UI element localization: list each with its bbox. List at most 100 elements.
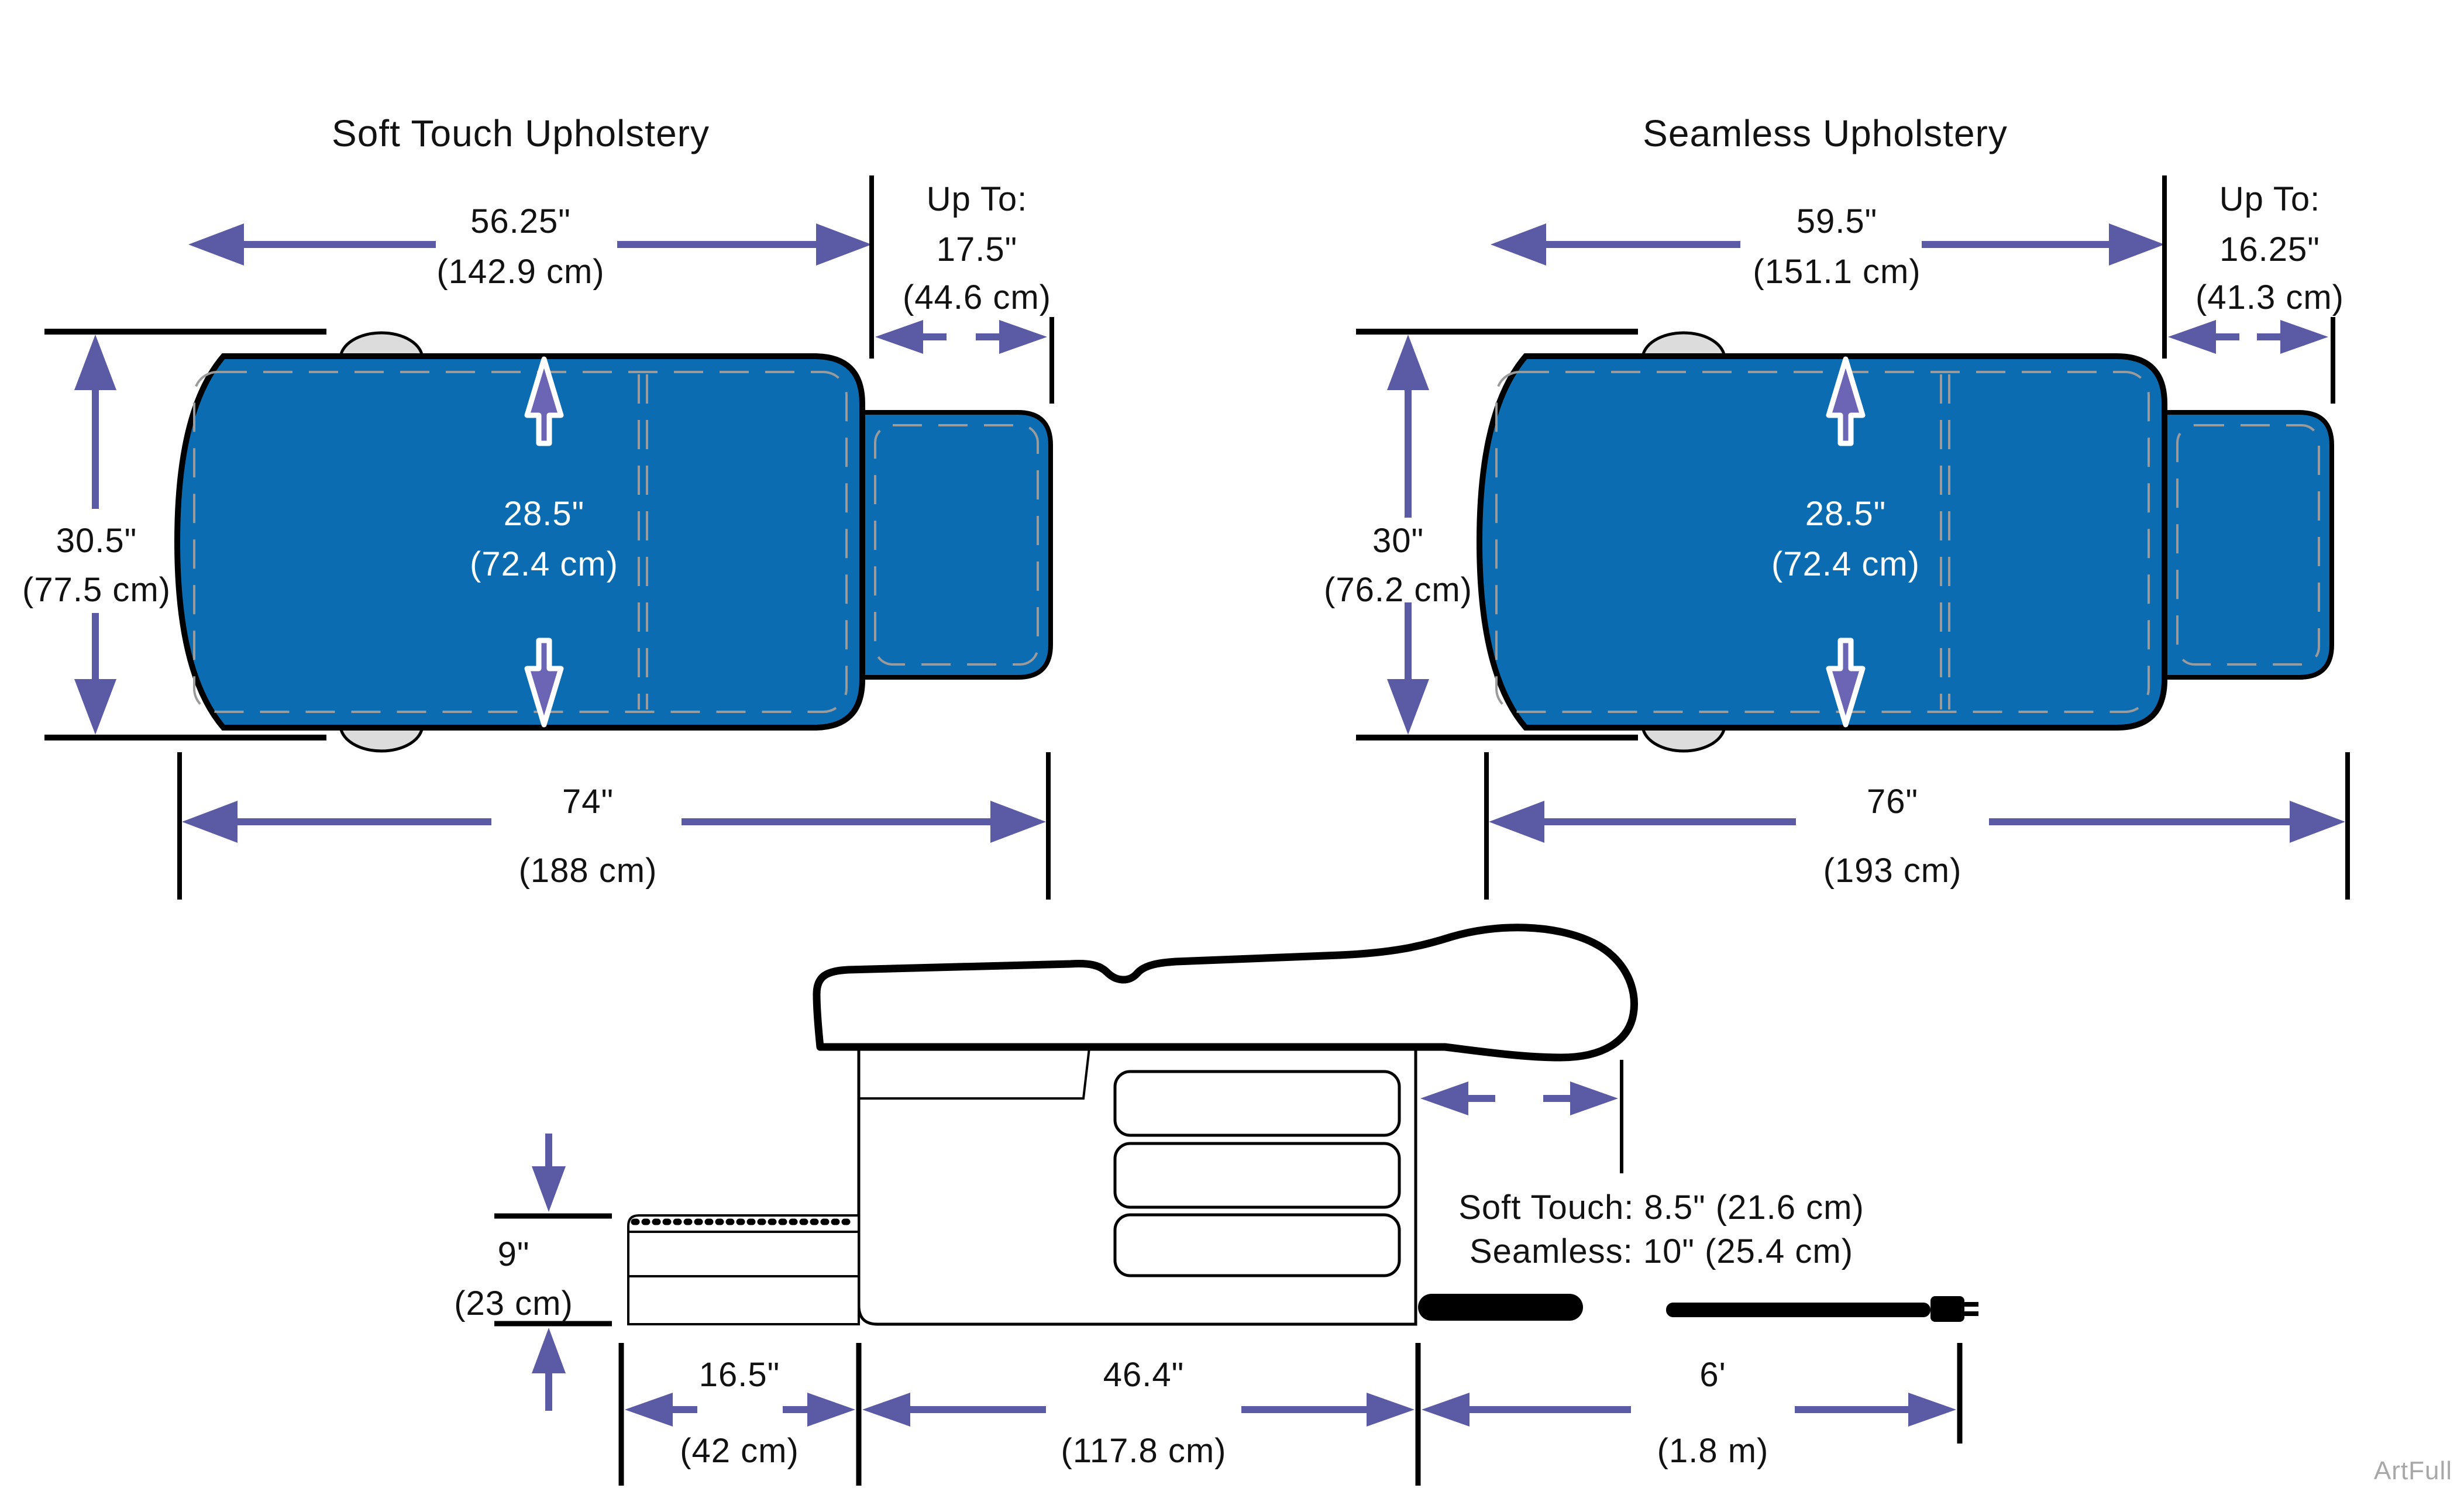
- pad-width-up-arrow-icon: [1826, 356, 1866, 446]
- arrowhead-left-icon: [862, 1393, 910, 1427]
- soft-touch-top-length-dimension: [188, 223, 872, 266]
- arrowhead-right-icon: [1908, 1393, 1956, 1427]
- soft-touch-title: Soft Touch Upholstery: [332, 112, 710, 154]
- seamless-overall-length-dimension: [1489, 801, 2345, 843]
- arrowhead-left-icon: [1491, 223, 1546, 266]
- step-depth-cm: (42 cm): [680, 1432, 799, 1470]
- seamless-overall-length-cm: (193 cm): [1823, 852, 1962, 890]
- cabinet-panel-line: [859, 1048, 1090, 1100]
- arrowhead-left-icon: [625, 1393, 673, 1427]
- seamless-headrest-in: 16.25": [2219, 230, 2320, 268]
- soft-touch-width-cm: (77.5 cm): [22, 571, 171, 609]
- table-stitch-dashes: [1495, 371, 2150, 713]
- step-shape: [627, 1214, 860, 1325]
- soft-touch-overall-length-dimension: [182, 801, 1046, 843]
- arrowhead-down-icon: [74, 679, 116, 735]
- seamless-width-cm: (76.2 cm): [1324, 571, 1472, 609]
- step-height-in: 9": [497, 1235, 530, 1273]
- arrowhead-up-icon: [1387, 335, 1429, 390]
- step-height-dimension: [532, 1134, 566, 1411]
- cord-length-ft: 6': [1699, 1356, 1726, 1394]
- seamless-top-length-dimension: [1491, 223, 2164, 266]
- arrowhead-left-icon: [182, 801, 238, 843]
- soft-touch-width-dimension: [74, 335, 116, 735]
- seamless-width-in: 30": [1372, 522, 1424, 560]
- base-length-in: 46.4": [1103, 1356, 1185, 1394]
- headrest-shape: [2162, 410, 2334, 680]
- arrowhead-right-icon: [1570, 1081, 1618, 1115]
- soft-touch-headrest-in: 17.5": [936, 230, 1018, 268]
- power-cord-segment-1: [1418, 1294, 1583, 1321]
- pad-width-down-arrow-icon: [524, 638, 564, 728]
- arrowhead-right-icon: [2109, 223, 2164, 266]
- cord-length-dimension: [1422, 1393, 1956, 1427]
- seamless-width-dimension: [1387, 335, 1429, 735]
- drawer-1: [1113, 1070, 1401, 1137]
- soft-touch-top-view: [174, 331, 1053, 753]
- soft-touch-width-in: 30.5": [56, 522, 137, 560]
- watermark: ArtFull: [2373, 1456, 2452, 1485]
- base-length-dimension: [862, 1393, 1415, 1427]
- arrowhead-left-icon: [875, 320, 923, 354]
- arrowhead-left-icon: [1420, 1081, 1468, 1115]
- soft-touch-headrest-cm: (44.6 cm): [903, 278, 1051, 316]
- top-cushion-profile: [813, 924, 1638, 1062]
- arrowhead-up-icon: [74, 335, 116, 390]
- arrowhead-up-icon: [532, 1328, 566, 1373]
- arrowhead-right-icon: [999, 320, 1047, 354]
- table-top-shape: [174, 353, 865, 731]
- arrowhead-right-icon: [990, 801, 1046, 843]
- arrowhead-left-icon: [2168, 320, 2216, 354]
- arrowhead-right-icon: [816, 223, 872, 266]
- plug-prong-icon: [1962, 1311, 1978, 1316]
- seamless-headrest-dimension: [2168, 320, 2328, 354]
- step-height-cm: (23 cm): [454, 1284, 573, 1322]
- cord-length-m: (1.8 m): [1657, 1432, 1769, 1470]
- seamless-overall-length-in: 76": [1866, 783, 1919, 821]
- arrowhead-right-icon: [2290, 801, 2345, 843]
- arrowhead-down-icon: [532, 1166, 566, 1212]
- power-cord-segment-2: [1666, 1303, 1930, 1317]
- headrest-stitch-dashes: [874, 424, 1039, 666]
- arrowhead-right-icon: [2280, 320, 2328, 354]
- table-stitch-dashes: [193, 371, 848, 713]
- seamless-title: Seamless Upholstery: [1643, 112, 2008, 154]
- arrowhead-down-icon: [1387, 679, 1429, 735]
- soft-touch-top-length-in: 56.25": [470, 202, 571, 240]
- side-view: [627, 924, 1978, 1326]
- soft-touch-headrest-dimension: [875, 320, 1047, 354]
- drawer-3: [1113, 1213, 1401, 1277]
- arrowhead-right-icon: [807, 1393, 855, 1427]
- soft-touch-top-length-cm: (142.9 cm): [436, 253, 605, 291]
- pad-width-down-arrow-icon: [1826, 638, 1866, 728]
- plug-body-icon: [1930, 1296, 1964, 1322]
- soft-touch-overall-length-in: 74": [562, 783, 614, 821]
- step-depth-in: 16.5": [698, 1356, 780, 1394]
- plug-prong-icon: [1962, 1302, 1978, 1307]
- seamless-pad-width-cm: (72.4 cm): [1771, 545, 1920, 583]
- arrowhead-left-icon: [1422, 1393, 1470, 1427]
- side-headrest-extension-dimension: [1420, 1081, 1618, 1115]
- extension-seamless-label: Seamless: 10" (25.4 cm): [1469, 1232, 1854, 1270]
- arrowhead-left-icon: [188, 223, 244, 266]
- seamless-headrest-label: Up To:: [2219, 180, 2321, 218]
- soft-touch-pad-width-in: 28.5": [503, 495, 585, 533]
- table-top-shape: [1476, 353, 2167, 731]
- soft-touch-overall-length-cm: (188 cm): [518, 852, 658, 890]
- arrowhead-left-icon: [1489, 801, 1544, 843]
- base-length-cm: (117.8 cm): [1061, 1432, 1227, 1470]
- seamless-top-length-cm: (151.1 cm): [1753, 253, 1921, 291]
- headrest-stitch-dashes: [2176, 424, 2320, 666]
- seamless-top-length-in: 59.5": [1796, 202, 1878, 240]
- drawer-2: [1113, 1142, 1401, 1209]
- pad-width-up-arrow-icon: [524, 356, 564, 446]
- seamless-headrest-cm: (41.3 cm): [2195, 278, 2344, 316]
- seamless-pad-width-in: 28.5": [1805, 495, 1887, 533]
- soft-touch-pad-width-cm: (72.4 cm): [470, 545, 618, 583]
- soft-touch-headrest-label: Up To:: [926, 180, 1028, 218]
- headrest-shape: [860, 410, 1053, 680]
- seamless-top-view: [1476, 331, 2334, 753]
- extension-soft-touch-label: Soft Touch: 8.5" (21.6 cm): [1458, 1189, 1864, 1227]
